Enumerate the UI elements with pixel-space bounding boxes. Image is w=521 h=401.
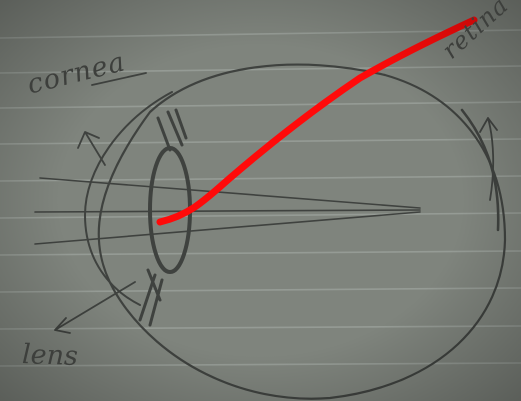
- lens-label: lens: [21, 339, 78, 372]
